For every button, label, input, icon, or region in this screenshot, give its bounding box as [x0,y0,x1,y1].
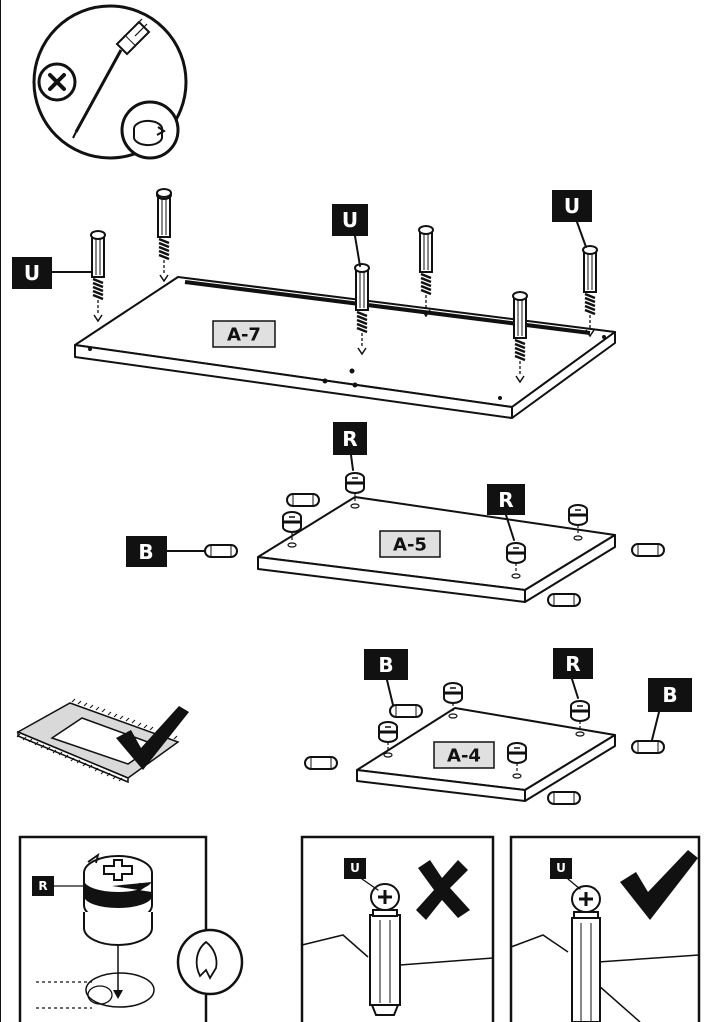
rotate-clockwise-icon [120,100,180,160]
leader-line [354,235,361,267]
label-badge-u [552,190,592,222]
no-power-drill-icon [37,62,77,102]
label-badge-r [487,484,525,515]
correct-install-box: U [509,835,701,1022]
label-text-u: U [564,194,580,218]
part-label-a7: A-7 [227,325,261,346]
cam-lock-detail-box: R [18,835,244,1022]
tape-measure-icon [176,928,244,996]
leader-line [361,878,379,891]
leader-line [505,514,515,541]
wooden-dowel [389,704,423,718]
incorrect-install-box: U [300,835,495,1022]
label-text-b: B [662,683,677,707]
label-text-r: R [498,488,513,512]
label-badge-b [364,649,408,680]
leader-line [571,678,579,699]
cam-lock-detail [36,852,155,1009]
label-badge-r [333,422,367,455]
label-text-b: B [138,540,153,564]
cam-bolt [89,229,107,323]
cross-icon [416,860,470,920]
cam-bolt [571,885,601,1022]
cam-bolt [155,189,173,283]
label-badge-b [648,678,692,712]
label-badge-r [32,876,54,896]
cam-bolt [369,883,401,1016]
label-text-r: R [38,879,47,893]
wooden-dowel [304,756,338,770]
panel-a7-group: A-7 U U U [12,188,616,419]
leader-line [350,454,354,471]
panel-a4-group: A-4 B R B [304,648,692,805]
leader-line [576,221,587,248]
leader-line [386,679,394,706]
part-label-a4: A-4 [447,746,481,767]
tool-callout [0,0,188,1022]
wooden-dowel [631,740,665,754]
wooden-dowel [547,593,581,607]
label-text-u: U [342,208,358,232]
label-badge-r [553,648,593,679]
panel-a4-side [524,734,616,802]
wooden-dowel [204,544,238,558]
part-tag-a7 [212,320,276,348]
checkmark-icon [116,706,189,770]
leader-line [651,711,660,741]
label-badge-u [344,858,366,879]
panel-a5-group: A-5 R R B [126,422,665,607]
label-badge-u [550,858,572,879]
label-text-u: U [556,861,566,875]
label-text-u: U [24,261,40,285]
label-text-b: B [378,653,393,677]
panel-a7-side [511,331,616,419]
cam-bolt [581,244,599,338]
part-label-a5: A-5 [393,535,427,556]
label-text-r: R [342,427,357,451]
wooden-dowel [547,791,581,805]
wooden-dowel [631,543,665,557]
label-text-u: U [350,861,360,875]
panel-a5-side [524,534,616,603]
part-tag-a4 [433,741,495,769]
wooden-dowel [286,493,320,507]
label-badge-u [332,204,368,236]
part-tag-a5 [379,530,441,558]
label-text-r: R [565,652,580,676]
checkmark-icon [620,850,698,920]
phillips-screwdriver-icon [72,18,151,139]
label-badge-u [12,257,52,289]
leader-line [567,878,581,890]
label-badge-b [126,536,167,567]
cam-bolt [417,224,435,318]
